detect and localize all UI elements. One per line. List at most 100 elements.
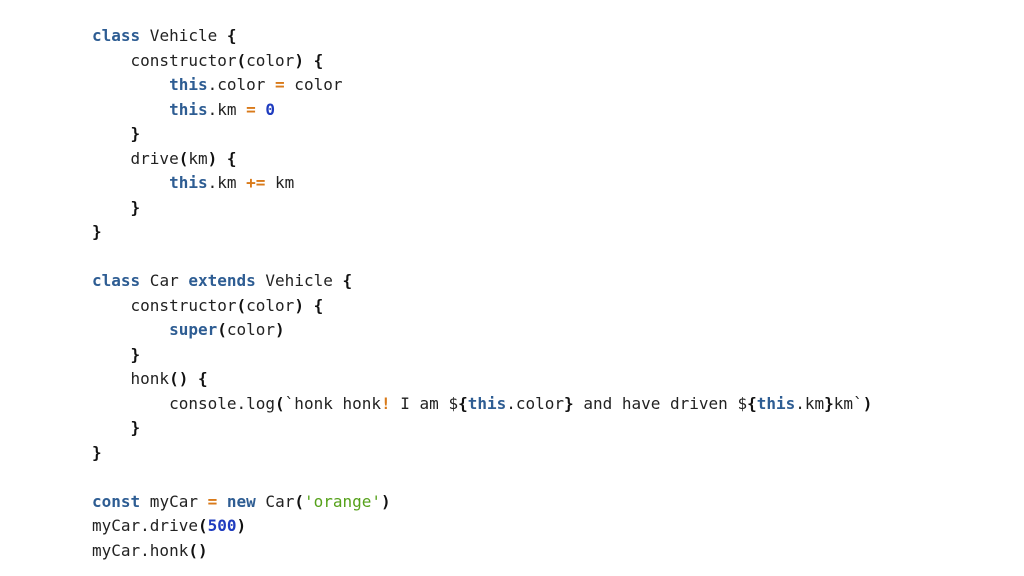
code-token: 0 (265, 99, 276, 119)
code-token (188, 369, 198, 388)
code-token: { (226, 148, 237, 168)
code-token: I am $ (390, 393, 459, 413)
code-token: color (246, 50, 295, 70)
code-token (92, 418, 131, 437)
code-token: honk (92, 369, 170, 388)
code-token: this (169, 173, 208, 192)
code-token: Vehicle (140, 26, 227, 45)
code-token: this (169, 75, 208, 94)
code-token: color (284, 75, 343, 94)
code-token: constructor (92, 50, 237, 70)
code-token: ( (178, 148, 189, 168)
code-token: { (458, 393, 468, 413)
code-token: { (747, 393, 757, 413)
code-line: const myCar = new Car('orange') (92, 490, 992, 515)
code-line: this.color = color (92, 73, 992, 98)
code-token: drive (92, 148, 179, 168)
code-token: ) (294, 50, 304, 70)
code-block: class Vehicle { constructor(color) { thi… (92, 24, 992, 563)
code-token: } (92, 222, 102, 241)
code-token: { (226, 26, 237, 45)
code-line: this.km += km (92, 171, 992, 196)
code-token: class (92, 26, 141, 45)
code-token (92, 320, 169, 339)
code-token: .color (207, 75, 276, 94)
code-line (92, 245, 992, 270)
code-token: ( (275, 393, 285, 413)
code-token: km (188, 148, 208, 168)
code-token (217, 492, 227, 511)
code-token: constructor (92, 295, 237, 315)
code-token: } (130, 124, 141, 143)
code-line: constructor(color) { (92, 294, 992, 319)
code-line: myCar.drive(500) (92, 514, 992, 539)
code-token: Car (255, 491, 295, 511)
code-token: { (197, 369, 208, 388)
code-token: new (226, 491, 256, 511)
code-token: `honk honk (284, 393, 381, 413)
code-line: myCar.honk() (92, 539, 992, 564)
code-token: color (226, 320, 276, 339)
code-line: } (92, 220, 992, 245)
code-token: } (824, 393, 834, 413)
code-token: .km (207, 99, 247, 119)
code-token: .color (506, 393, 565, 413)
code-line: } (92, 343, 992, 368)
code-line (92, 465, 992, 490)
code-token: ) (381, 491, 391, 511)
code-token (92, 173, 169, 192)
code-line: class Vehicle { (92, 24, 992, 49)
code-token (217, 149, 227, 168)
code-token (304, 51, 314, 70)
code-token: ( (236, 50, 247, 70)
code-token: () (188, 540, 208, 560)
code-token: { (313, 295, 324, 315)
code-line: drive(km) { (92, 147, 992, 172)
code-token: = (207, 491, 218, 511)
code-token: ) (294, 295, 304, 315)
code-token: Vehicle (255, 271, 343, 290)
code-token: this (169, 99, 208, 119)
code-token: ) (207, 148, 218, 168)
code-token (92, 75, 169, 94)
code-token: const (92, 491, 141, 511)
code-token: ) (862, 393, 873, 413)
code-line: this.km = 0 (92, 98, 992, 123)
code-token: console.log (92, 393, 276, 413)
code-line: console.log(`honk honk! I am ${this.colo… (92, 392, 992, 417)
code-token: += (246, 173, 266, 192)
code-token: and have driven $ (573, 393, 748, 413)
code-line: class Car extends Vehicle { (92, 269, 992, 294)
code-token: 500 (207, 516, 237, 535)
code-line: } (92, 196, 992, 221)
code-token: km` (833, 393, 863, 413)
code-token: = (275, 75, 285, 94)
code-token: ( (294, 491, 304, 511)
code-token: 'orange' (303, 491, 382, 511)
code-token: extends (188, 271, 256, 290)
code-token: myCar.honk (92, 540, 189, 560)
code-token: () (169, 369, 189, 388)
code-line: super(color) (92, 318, 992, 343)
code-token (92, 100, 169, 119)
code-token: this (467, 393, 507, 413)
code-token: ( (217, 320, 227, 339)
code-token: ! (381, 393, 391, 413)
code-token: ) (236, 516, 247, 535)
code-token: ) (275, 320, 285, 339)
code-token: ( (236, 295, 247, 315)
code-token: } (130, 197, 141, 217)
code-line: honk() { (92, 367, 992, 392)
code-token: ( (197, 516, 208, 535)
code-token: color (246, 295, 295, 315)
code-token (92, 124, 131, 143)
code-token (304, 296, 314, 315)
code-token: this (756, 393, 796, 413)
code-token: { (342, 271, 353, 290)
code-token (256, 100, 266, 119)
code-token (92, 345, 131, 364)
code-token: } (92, 442, 102, 462)
code-line: } (92, 441, 992, 466)
code-line: } (92, 122, 992, 147)
code-token: myCar (140, 491, 208, 511)
